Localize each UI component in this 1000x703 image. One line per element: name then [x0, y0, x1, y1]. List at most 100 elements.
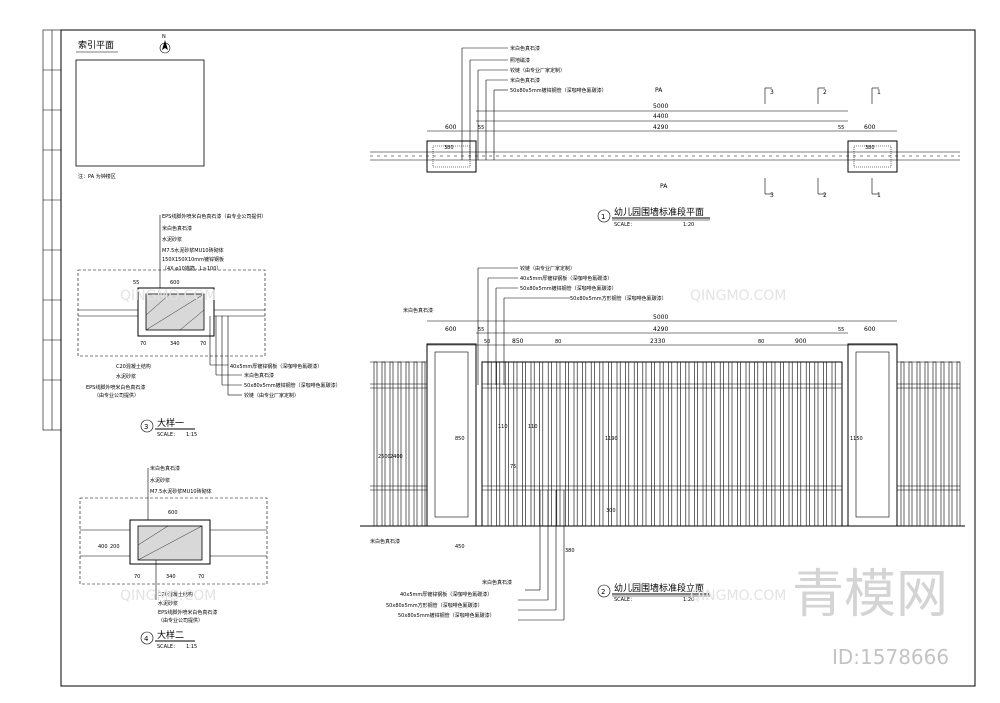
d1-top-3: 水泥砂浆 — [162, 236, 182, 243]
detail-2-text: 米白色真石漆 水泥砂浆 M7.5水泥砂浆MU10砖砌体 600 400 200 … — [98, 465, 217, 650]
plan-pier-dim-right: 380 — [865, 145, 875, 151]
elev-v-1190: 1190 — [605, 436, 618, 442]
plan-pier-dim-left: 380 — [444, 145, 454, 151]
elev-dim-600-r: 600 — [864, 326, 876, 333]
fence-bar — [547, 361, 552, 527]
d2-bottom-2: 水泥砂浆 — [158, 600, 178, 607]
elev-label-top-4: 50x80x5mm方形钢管（深咖啡色氟碳漆） — [570, 295, 667, 302]
d1-dim-340: 340 — [170, 341, 180, 347]
fence-bar — [616, 361, 621, 527]
fence-bar — [676, 361, 681, 527]
elev-row-dim-2330: 2330 — [650, 338, 665, 345]
index-plan-frame — [75, 59, 205, 167]
fence-bar — [633, 361, 638, 527]
elev-dim-55-l: 55 — [478, 327, 484, 333]
d1-top-1: EPS线脚外喷米白色真石漆（由专业公司提供） — [162, 213, 266, 220]
elev-dim-55-r: 55 — [838, 327, 844, 333]
elevation-bottom-leaders — [518, 490, 565, 621]
fence-bar — [373, 361, 378, 527]
d2-dim-70: 70 — [134, 574, 140, 580]
fence-bar — [956, 361, 961, 527]
d1-scale-value: 1:15 — [186, 432, 197, 438]
fence-bar — [668, 361, 673, 527]
fence-bar — [916, 361, 921, 527]
plan-scale: SCALE： — [614, 222, 635, 228]
d1-top-5: 150X150X10mm镀锌钢板 — [162, 256, 224, 263]
d2-dim-400: 400 — [98, 544, 108, 550]
plan-dim-55-left: 55 — [478, 125, 484, 131]
fence-bar — [582, 361, 587, 527]
elev-v-110-a: 110 — [498, 424, 508, 430]
d1-number: 3 — [144, 423, 148, 431]
fence-bar — [513, 361, 518, 527]
fence-bar — [608, 361, 612, 527]
watermark-latin-1: QINGMO.COM — [120, 288, 216, 304]
fence-bar — [745, 361, 750, 527]
plan-dim-55-right: 55 — [838, 125, 844, 131]
elev-v-450: 450 — [455, 544, 465, 550]
fence-bar — [659, 361, 664, 527]
fence-bar — [522, 361, 526, 527]
d2-dim-340: 340 — [166, 574, 176, 580]
elev-label-top-2: 40x5mm厚镀锌钢板（深咖啡色氟碳漆） — [520, 275, 612, 282]
fence-bar — [487, 361, 492, 527]
fence-bar — [685, 361, 690, 527]
fence-bar — [421, 361, 426, 527]
d2-bottom-4: （由专业公司提供） — [158, 617, 203, 624]
index-plan: 索引平面 N 注：PA 为钟楼区 — [75, 34, 205, 180]
fence-bar — [381, 361, 386, 527]
elev-v-1150: 1150 — [850, 436, 863, 442]
detail-1 — [77, 215, 266, 433]
fence-bar — [823, 361, 827, 527]
plan-dim-600-left: 600 — [445, 124, 457, 131]
elev-v-850: 850 — [455, 436, 465, 442]
fence-bar — [900, 361, 905, 527]
fence-bar — [719, 361, 724, 527]
plan-label-4: 米白色真石漆 — [510, 77, 540, 84]
plan-dim-4400: 4400 — [653, 113, 668, 120]
plan-scale-value: 1:20 — [683, 222, 694, 228]
elev-title: 幼儿园围墙标准段立面 — [614, 582, 704, 594]
fence-bar — [651, 361, 655, 527]
fence-bar — [389, 361, 394, 527]
plan-view-text: 米白色真石漆 照地磁漆 铰链（由专业厂家定制） 米白色真石漆 50x80x5mm… — [444, 45, 881, 228]
fence-bar — [780, 361, 784, 527]
fence-bar — [556, 361, 561, 527]
elev-v-75: 75 — [510, 464, 516, 470]
d1-dim-600: 600 — [170, 280, 180, 286]
watermark-latin-4: QINGMO.COM — [120, 588, 216, 604]
elev-dim-5000: 5000 — [653, 314, 668, 321]
fence-bar — [728, 361, 733, 527]
north-arrow-icon: N — [159, 34, 171, 54]
d1-right-4: 铰链（由专业厂家定制） — [244, 392, 299, 399]
section-2-top: 2 — [823, 89, 827, 96]
fence-bar — [702, 361, 707, 527]
fence-bar — [948, 361, 953, 527]
elev-v-300: 300 — [606, 508, 616, 514]
d1-right-3: 50x80x5mm镀锌钢管（深咖啡色氟碳漆） — [244, 382, 341, 389]
fence-bar — [805, 361, 810, 527]
d2-number: 4 — [144, 635, 149, 643]
elev-v-2400: 2400 — [390, 454, 403, 460]
watermark-id: ID:1578666 — [832, 645, 949, 669]
elev-dim-4290: 4290 — [653, 326, 668, 333]
fence-bar — [788, 361, 793, 527]
d2-bottom-3: EPS线脚外喷米白色真石漆 — [158, 609, 217, 616]
plan-dim-5000: 5000 — [653, 103, 668, 110]
d1-scale: SCALE： — [157, 432, 178, 438]
fence-bar — [504, 361, 509, 527]
d1-right-2: 米白色真石漆 — [244, 372, 274, 379]
plan-label-5: 50x80x5mm镀锌钢管（深咖啡色氟碳漆） — [510, 87, 607, 94]
plan-pa-top: PA — [655, 87, 663, 94]
d2-title: 大样二 — [157, 629, 184, 641]
fence-bar — [797, 361, 802, 527]
fence-bar — [908, 361, 913, 527]
plan-dim-4290: 4290 — [653, 124, 668, 131]
d1-bottom-3: EPS线脚外喷米白色真石漆 — [86, 384, 145, 391]
fence-bar — [694, 361, 698, 527]
elev-scale: SCALE： — [614, 597, 635, 603]
plan-pa-bottom: PA — [660, 183, 668, 190]
watermark-latin-3: QINGMO.COM — [690, 588, 786, 604]
fence-bar — [539, 361, 544, 527]
